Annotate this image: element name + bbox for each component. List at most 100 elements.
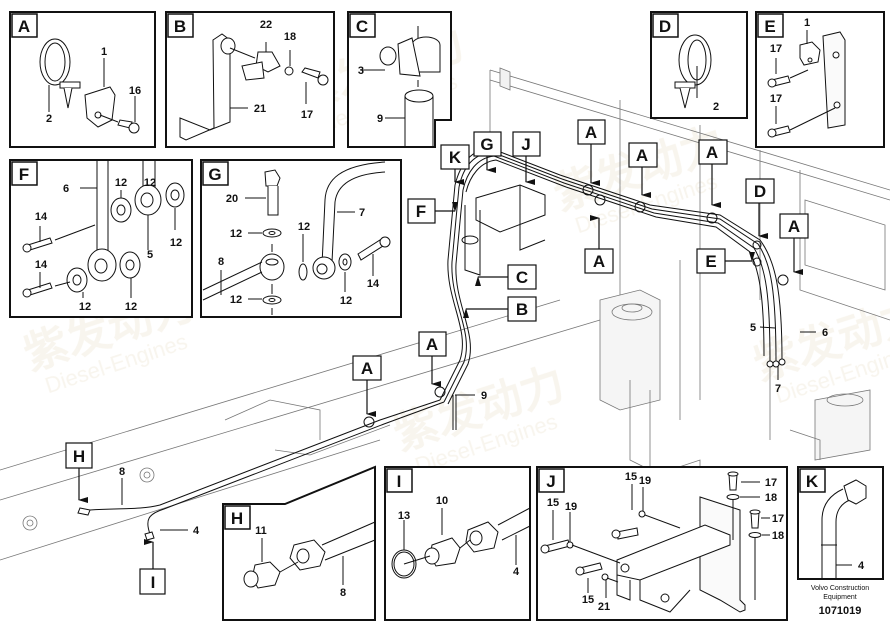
part-label: 11 (255, 525, 267, 537)
callout-f-label: F (416, 202, 426, 221)
part-label: 14 (367, 278, 380, 290)
part-label: 7 (359, 207, 365, 219)
callout-b-label: B (516, 300, 528, 319)
part-5-label: 5 (750, 322, 756, 334)
panel-b-title: B (174, 17, 186, 36)
callout-k: K (440, 144, 470, 185)
panel-k-title: K (806, 472, 819, 491)
part-6-label: 6 (822, 327, 828, 339)
part-label: 9 (377, 113, 383, 125)
brand-line-2: Equipment (823, 594, 857, 601)
part-label: 6 (63, 183, 69, 195)
part-label: 18 (765, 492, 777, 504)
callout-d: D (745, 178, 775, 239)
panel-f-title: F (19, 165, 29, 184)
part-label: 12 (298, 221, 310, 233)
panel-h-title: H (231, 509, 243, 528)
callout-f: F (407, 198, 458, 224)
part-label: 4 (513, 566, 520, 578)
part-label: 14 (35, 211, 48, 223)
part-label: 12 (115, 177, 127, 189)
part-label: 13 (398, 510, 410, 522)
panel-e-title: E (764, 17, 775, 36)
callout-j: J (512, 131, 541, 185)
detail-panel-k: K 4 (797, 466, 884, 580)
callout-g-label: G (480, 135, 493, 154)
part-7-label: 7 (775, 383, 781, 395)
part-label: 17 (765, 477, 777, 489)
panel-d-title: D (659, 17, 671, 36)
main-part-numbers: 5 6 7 9 8 4 (119, 322, 828, 537)
part-label: 19 (639, 475, 651, 487)
callout-a-2: A (628, 142, 658, 198)
callout-b: B (463, 296, 537, 322)
drawing-caption: Volvo Construction Equipment 1071019 (811, 585, 869, 617)
part-label: 12 (144, 177, 156, 189)
part-label: 15 (582, 594, 594, 606)
part-label: 18 (284, 31, 296, 43)
part-label: 12 (340, 295, 352, 307)
part-label: 19 (565, 501, 577, 513)
panel-i-title: I (397, 472, 402, 491)
part-label: 2 (713, 101, 719, 113)
detail-panel-b: B 22 18 21 17 (165, 11, 335, 148)
part-label: 5 (147, 249, 153, 261)
detail-panel-f: F 6 12 12 12 14 (9, 159, 193, 318)
panel-a-title: A (18, 17, 30, 36)
callout-a-label: A (585, 123, 597, 142)
callout-j-label: J (521, 135, 530, 154)
part-label: 14 (35, 259, 48, 271)
callout-e-label: E (705, 252, 716, 271)
callout-e: E (696, 248, 755, 274)
detail-panel-c: C 3 9 (347, 11, 452, 148)
callout-a-label: A (706, 143, 718, 162)
callout-d-label: D (754, 182, 766, 201)
part-9-label: 9 (481, 390, 487, 402)
detail-panel-d: D 2 (650, 11, 748, 119)
panel-j-title: J (546, 472, 555, 491)
panel-c-title: C (356, 17, 368, 36)
part-label: 12 (170, 237, 182, 249)
part-label: 8 (218, 256, 224, 268)
callout-a-1: A (577, 119, 606, 186)
detail-panel-g: G 20 7 12 12 (200, 159, 402, 318)
callout-i: I (139, 539, 166, 595)
part-label: 20 (226, 193, 238, 205)
callout-a-label: A (788, 217, 800, 236)
part-label: 21 (254, 103, 266, 115)
part-label: 12 (230, 294, 242, 306)
callout-h: H (65, 442, 93, 503)
part-label: 8 (340, 587, 346, 599)
callout-a-3: A (698, 139, 728, 208)
callout-a-5: A (779, 213, 809, 275)
detail-panel-h: H 11 8 (222, 465, 376, 621)
part-8-label: 8 (119, 466, 125, 478)
part-4-label: 4 (193, 525, 200, 537)
detail-panel-j: J (536, 466, 788, 621)
part-label: 17 (772, 513, 784, 525)
part-label: 16 (129, 85, 141, 97)
part-label: 18 (772, 530, 784, 542)
callout-h-label: H (73, 447, 85, 466)
callout-a-label: A (426, 335, 438, 354)
callout-i-label: I (151, 573, 156, 592)
part-label: 12 (230, 228, 242, 240)
part-label: 1 (101, 46, 107, 58)
callout-labels: K G J F C B A (65, 119, 809, 595)
callout-a-label: A (593, 252, 605, 271)
callout-a-6: A (418, 331, 447, 387)
part-label: 1 (804, 17, 810, 29)
part-label: 15 (625, 471, 637, 483)
detail-panel-a: A 1 2 16 (9, 11, 156, 148)
part-label: 12 (125, 301, 137, 313)
part-label: 17 (770, 43, 782, 55)
part-label: 22 (260, 19, 272, 31)
part-label: 2 (46, 113, 52, 125)
detail-panel-e: E 1 17 17 (755, 11, 885, 148)
frame-structure (0, 67, 890, 561)
callout-a-7: A (352, 355, 382, 417)
drawing-number: 1071019 (819, 605, 862, 617)
part-label: 17 (770, 93, 782, 105)
callout-a-4: A (584, 215, 614, 274)
